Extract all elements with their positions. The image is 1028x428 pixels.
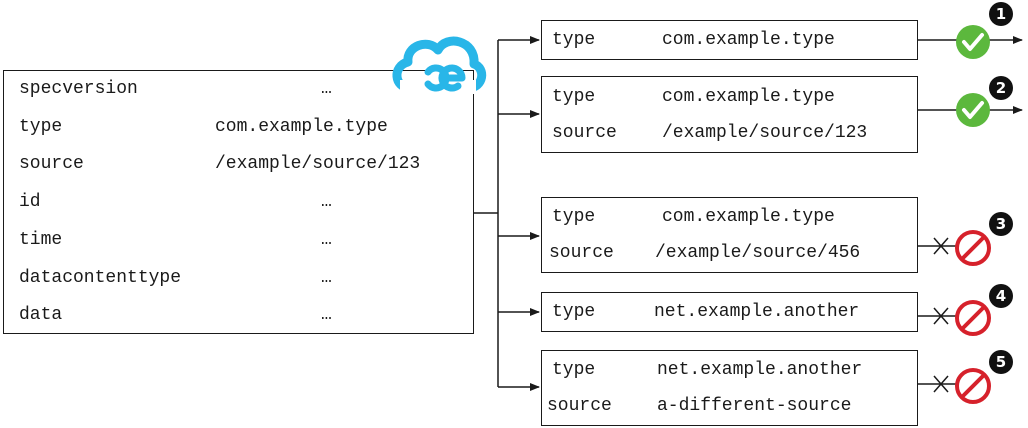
attr-name-source: source — [19, 154, 84, 174]
attr-name-type: type — [19, 117, 63, 137]
svg-text:3: 3 — [996, 215, 1006, 233]
filter-2-key-type: type — [552, 87, 596, 107]
attr-value-id: … — [321, 192, 332, 212]
filter-3-key-source: source — [549, 243, 614, 263]
block-cross-4 — [933, 307, 949, 325]
block-cross-3 — [933, 237, 949, 255]
blocked-icon-4 — [955, 300, 991, 336]
attr-value-specversion: … — [321, 79, 332, 99]
block-cross-5 — [933, 375, 949, 393]
filter-box-3 — [541, 197, 918, 273]
svg-text:4: 4 — [996, 287, 1006, 305]
badge-3: 3 — [989, 212, 1013, 236]
attr-value-datacontenttype: … — [321, 268, 332, 288]
filter-3-value-type: com.example.type — [662, 207, 835, 227]
attr-name-id: id — [19, 192, 41, 212]
filter-1-value-type: com.example.type — [662, 30, 835, 50]
svg-text:5: 5 — [996, 353, 1006, 371]
attr-value-data: … — [321, 305, 332, 325]
check-icon-1 — [956, 25, 990, 59]
filter-1-key-type: type — [552, 30, 596, 50]
blocked-icon-3 — [955, 230, 991, 266]
svg-text:2: 2 — [996, 79, 1006, 97]
filter-box-2 — [541, 76, 918, 153]
attr-name-specversion: specversion — [19, 79, 138, 99]
attr-value-time: … — [321, 230, 332, 250]
cloudevents-logo-icon — [392, 36, 487, 94]
filter-3-value-source: /example/source/456 — [655, 243, 861, 263]
filter-4-key-type: type — [552, 302, 596, 322]
filter-5-key-source: source — [547, 396, 612, 416]
badge-2: 2 — [989, 76, 1013, 100]
attr-value-type: com.example.type — [215, 117, 388, 137]
filter-box-4 — [541, 292, 918, 332]
blocked-icon-5 — [955, 368, 991, 404]
badge-1: 1 — [989, 2, 1013, 26]
badge-5: 5 — [989, 350, 1013, 374]
filter-5-key-type: type — [552, 360, 596, 380]
filter-2-key-source: source — [552, 123, 617, 143]
badge-4: 4 — [989, 284, 1013, 308]
check-icon-2 — [956, 93, 990, 127]
filter-4-value-type: net.example.another — [654, 302, 860, 322]
filter-2-value-source: /example/source/123 — [662, 123, 868, 143]
attr-name-datacontenttype: datacontenttype — [19, 268, 182, 288]
attr-name-time: time — [19, 230, 63, 250]
attr-name-data: data — [19, 305, 63, 325]
filter-box-1 — [541, 20, 918, 60]
cloudevent-box — [3, 70, 474, 334]
filter-2-value-type: com.example.type — [662, 87, 835, 107]
filter-5-value-source: a-different-source — [657, 396, 852, 416]
filter-3-key-type: type — [552, 207, 596, 227]
filter-box-5 — [541, 350, 918, 426]
attr-value-source: /example/source/123 — [215, 154, 421, 174]
filter-5-value-type: net.example.another — [657, 360, 863, 380]
svg-text:1: 1 — [996, 5, 1006, 23]
